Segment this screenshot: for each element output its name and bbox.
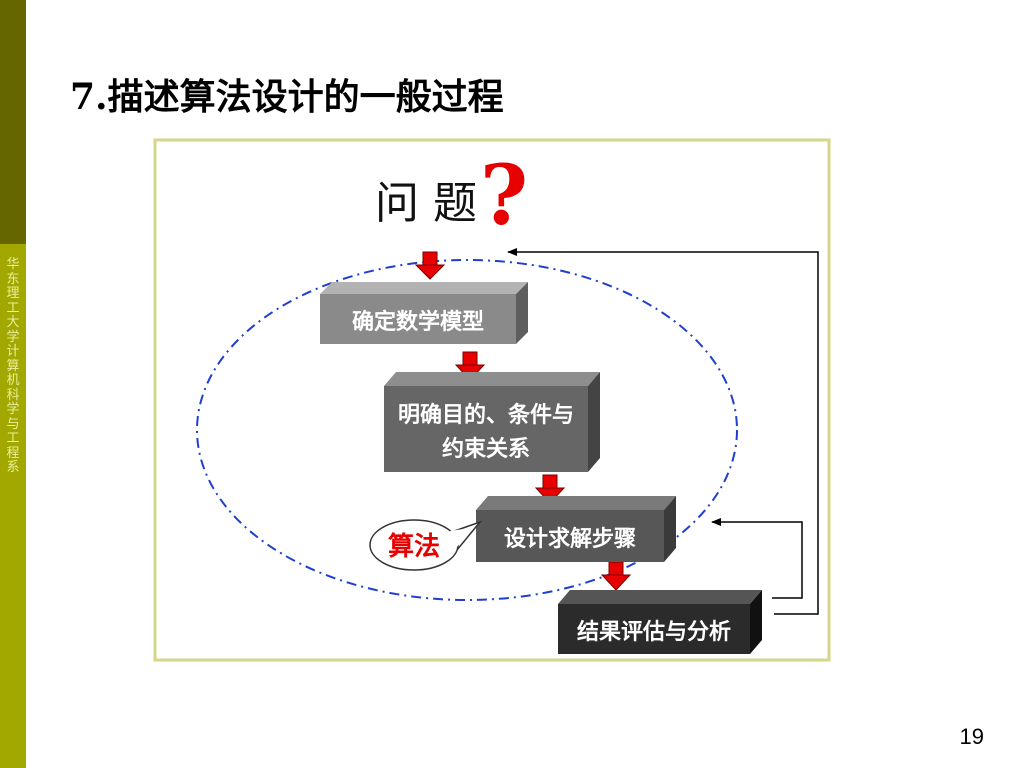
step-label-evaluation: 结果评估与分析: [577, 619, 731, 645]
step-box-evaluation: 结果评估与分析: [558, 590, 762, 654]
feedback-line-to-problem: [507, 248, 819, 615]
flow-arrow-1: [414, 251, 446, 280]
page-number: 19: [959, 724, 984, 749]
problem-label: 问 题: [375, 178, 477, 229]
callout-label: 算法: [388, 531, 440, 562]
step-label-model: 确定数学模型: [352, 309, 484, 335]
step-box-model: 确定数学模型: [320, 282, 528, 344]
algorithm-scope-ellipse: [196, 259, 738, 601]
flow-arrow-3: [534, 474, 566, 504]
sidebar-bottom-band: [0, 244, 26, 768]
sidebar: 华东理工大学计算机科学与工程系: [0, 0, 26, 768]
sidebar-institution-text: 华东理工大学计算机科学与工程系: [6, 257, 20, 475]
step-box-conditions: 明确目的、条件与 约束关系: [384, 372, 600, 472]
step-label-conditions-line2: 约束关系: [442, 436, 530, 462]
algorithm-callout: 算法: [369, 519, 483, 571]
sidebar-top-band: [0, 0, 26, 244]
question-mark-icon: ?: [480, 148, 528, 244]
step-label-design: 设计求解步骤: [504, 526, 636, 552]
step-box-design: 设计求解步骤: [476, 496, 676, 562]
feedback-line-to-design: [711, 518, 803, 599]
step-label-conditions-line1: 明确目的、条件与: [398, 402, 574, 428]
slide-title: 7.描述算法设计的一般过程: [70, 76, 504, 118]
flow-arrow-4: [600, 561, 632, 591]
